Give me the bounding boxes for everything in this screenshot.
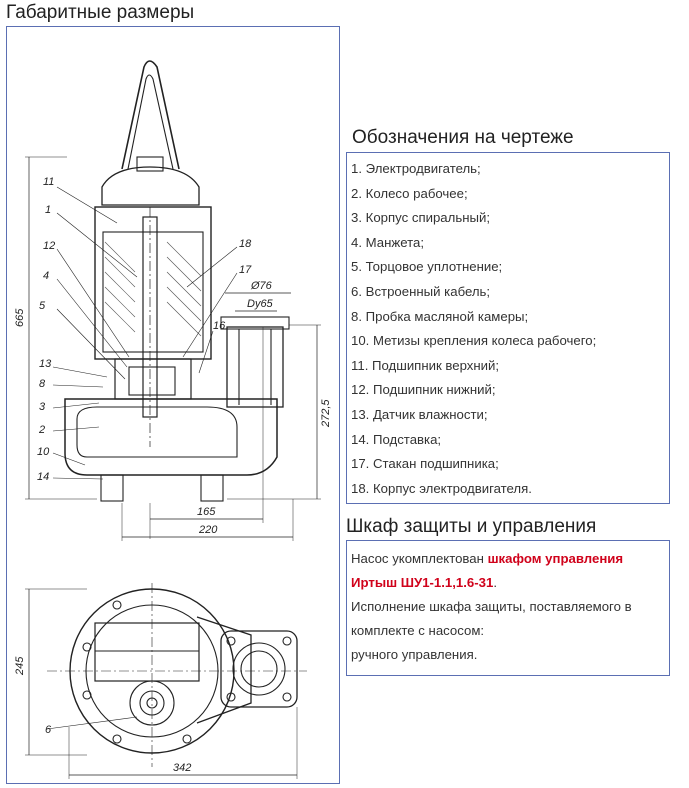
legend-item: 14. Подставка;: [351, 431, 442, 447]
cabinet-info: Насос укомплектован шкафом управления Ир…: [346, 540, 670, 676]
legend-item: 6. Встроенный кабель;: [351, 283, 491, 299]
cabinet-link-text: шкафом управления: [487, 551, 624, 566]
callout-6: 6: [45, 724, 52, 736]
legend-list: 1. Электродвигатель; 2. Колесо рабочее; …: [346, 152, 670, 504]
legend-item: 13. Датчик влажности;: [351, 406, 488, 422]
legend-item: 12. Подшипник нижний;: [351, 382, 496, 398]
dim-d76: Ø76: [250, 280, 273, 292]
cabinet-line-1-text: Насос укомплектован: [351, 551, 488, 566]
legend-item: 10. Метизы крепления колеса рабочего;: [351, 333, 597, 349]
legend-item: 11. Подшипник верхний;: [351, 357, 500, 373]
dim-342: 342: [173, 762, 191, 774]
legend-item: 2. Колесо рабочее;: [351, 185, 468, 201]
legend-item: 17. Стакан подшипника;: [351, 456, 499, 472]
cabinet-line-1: Насос укомплектован шкафом управления: [351, 547, 665, 571]
dim-272-5: 272,5: [320, 399, 332, 428]
callout-13: 13: [39, 358, 52, 370]
dim-220: 220: [198, 524, 218, 536]
callout-8: 8: [39, 378, 46, 390]
callout-14: 14: [37, 471, 49, 483]
legend-title: Обозначения на чертеже: [352, 127, 574, 148]
dim-245: 245: [14, 656, 26, 676]
cabinet-title: Шкаф защиты и управления: [346, 516, 597, 537]
cabinet-line-5: ручного управления.: [351, 647, 478, 662]
callout-16: 16: [213, 320, 226, 332]
legend-item: 1. Электродвигатель;: [351, 161, 481, 176]
legend-item: 5. Торцовое уплотнение;: [351, 259, 503, 275]
callout-11: 11: [43, 176, 54, 188]
legend-item: 4. Манжета;: [351, 234, 425, 250]
callout-4: 4: [43, 270, 49, 282]
dim-665: 665: [14, 308, 26, 327]
callout-18: 18: [239, 238, 252, 250]
dim-dy65: Dy65: [247, 298, 274, 310]
cabinet-line-2: Иртыш ШУ1-1.1,1.6-31.: [351, 571, 665, 595]
cabinet-model: Иртыш ШУ1-1.1,1.6-31: [351, 575, 494, 590]
legend-item: 8. Пробка масляной камеры;: [351, 308, 529, 324]
callout-3: 3: [39, 401, 46, 413]
callout-17: 17: [239, 264, 252, 276]
dim-165: 165: [197, 506, 216, 518]
legend-item: 18. Корпус электродвигателя.: [351, 480, 532, 496]
pump-drawing-svg: 665 272,5 165 220 Ø76 Dy65 245 342 11 1 …: [14, 60, 332, 779]
callout-1: 1: [45, 204, 51, 216]
drawing-title: Габаритные размеры: [6, 2, 195, 23]
cabinet-line-2-suffix: .: [493, 575, 497, 590]
cabinet-line-4: комплекте с насосом:: [351, 623, 485, 638]
legend-item: 3. Корпус спиральный;: [351, 210, 490, 226]
callout-2: 2: [38, 424, 45, 436]
callout-10: 10: [37, 446, 50, 458]
cabinet-line-3: Исполнение шкафа защиты, поставляемого в: [351, 599, 632, 614]
technical-drawing: 665 272,5 165 220 Ø76 Dy65 245 342 11 1 …: [6, 26, 340, 784]
callout-5: 5: [39, 300, 46, 312]
callout-12: 12: [43, 240, 55, 252]
